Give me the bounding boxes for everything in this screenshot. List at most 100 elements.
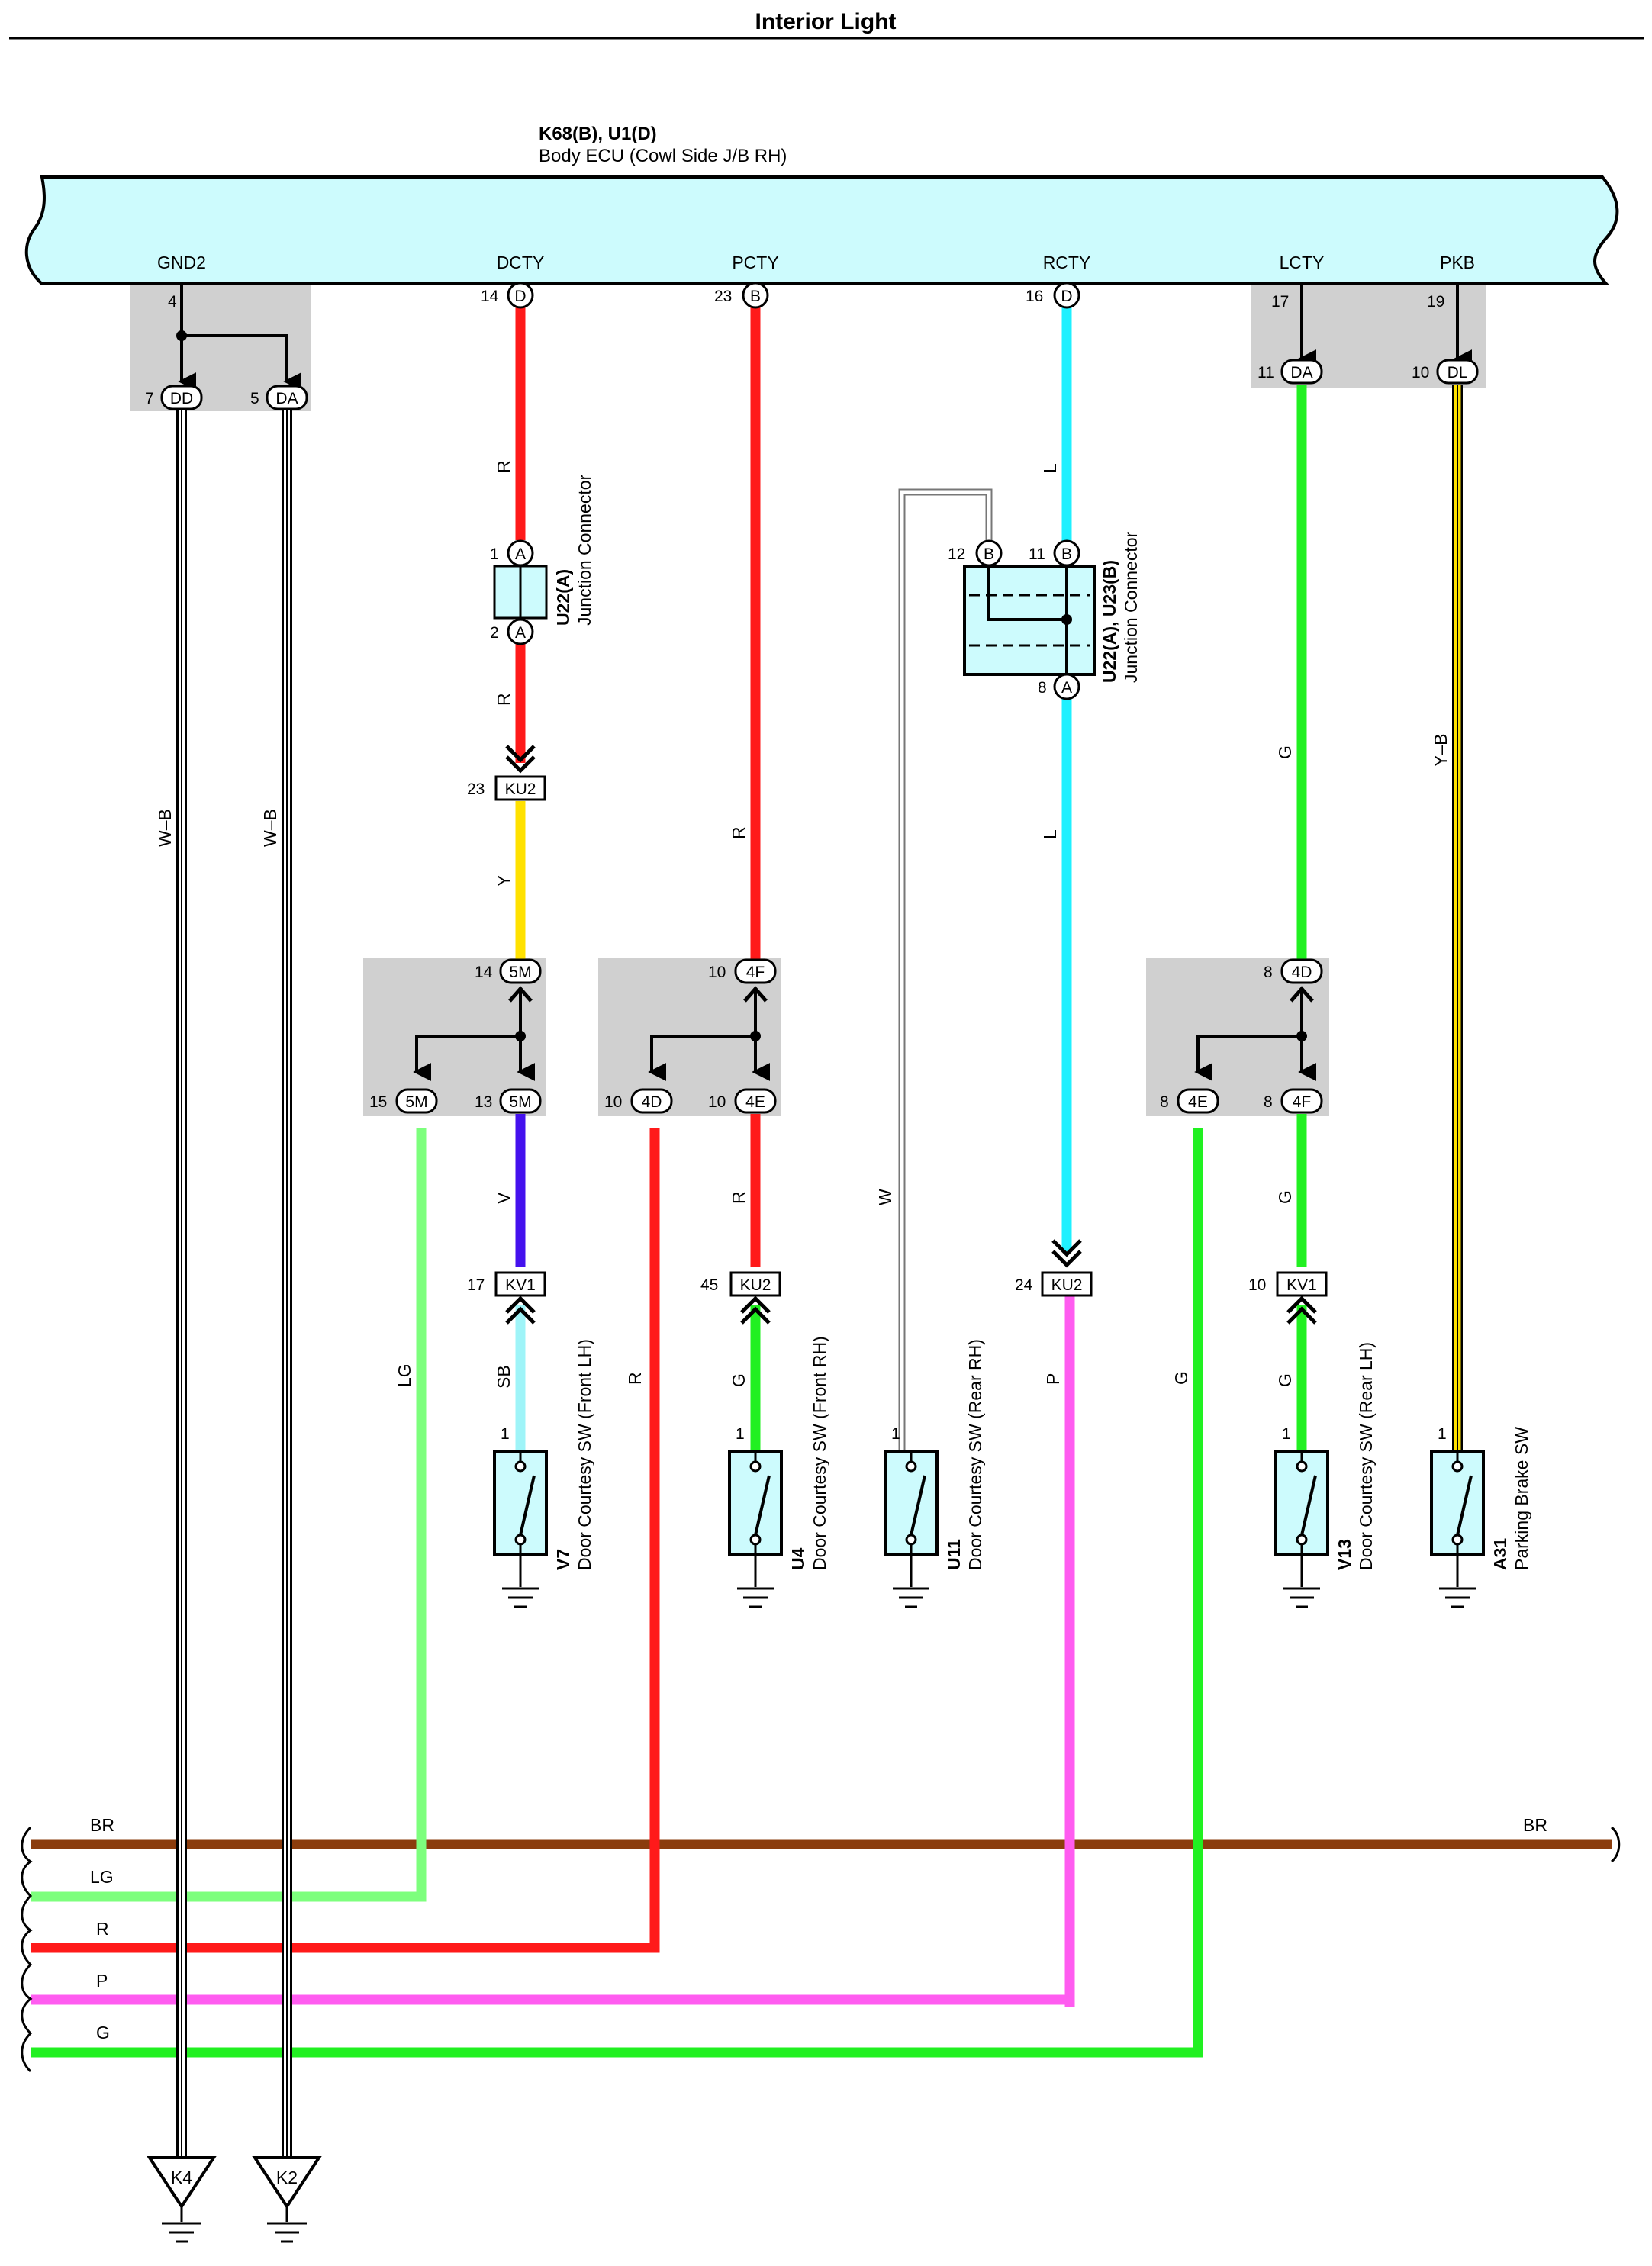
bus-label-lg: LG — [90, 1867, 114, 1887]
pin-lcty-bottom: 11 — [1258, 364, 1274, 381]
pin-4d-top: 8 — [1264, 964, 1273, 981]
ground-k4-label: K4 — [171, 2168, 192, 2187]
connector-dl — [1436, 359, 1479, 385]
gnd-pin-top: 4 — [168, 293, 177, 311]
connector-4f-right-label: 4F — [1293, 1093, 1312, 1111]
ground-k4 — [147, 2156, 217, 2243]
bus-label-br-right: BR — [1523, 1815, 1547, 1835]
switch-u11 — [884, 1450, 939, 1608]
bus-lg — [31, 1128, 427, 1902]
connector-4e-mid — [734, 1088, 777, 1114]
switch-u4-code: U4 — [788, 1547, 808, 1570]
connector-4f-top — [734, 958, 777, 984]
switch-u11-name: Door Courtesy SW (Rear RH) — [965, 1339, 985, 1570]
connector-ku2-45-label: KU2 — [740, 1276, 771, 1294]
connector-dl-label: DL — [1448, 364, 1468, 381]
pin-pkb-bottom: 10 — [1412, 364, 1429, 381]
bus-label-p: P — [96, 1971, 108, 1991]
bus-break-right — [1610, 1826, 1621, 1863]
switch-v7-code: V7 — [553, 1549, 573, 1570]
pin-pcty: 23 — [714, 288, 732, 305]
terminal-gnd2: GND2 — [157, 253, 206, 272]
connector-ku2-24-label: KU2 — [1051, 1276, 1083, 1294]
wire-label-4e-g: G — [1171, 1371, 1191, 1385]
ecu-name: Body ECU (Cowl Side J/B RH) — [539, 146, 787, 166]
connector-kv1-10 — [1276, 1271, 1328, 1297]
connector-4d-left — [630, 1088, 673, 1114]
switch-u4-name: Door Courtesy SW (Front RH) — [810, 1336, 829, 1570]
switch-v13 — [1274, 1450, 1329, 1608]
connector-ku2-45 — [729, 1271, 781, 1297]
connector-5m-left — [395, 1088, 438, 1114]
wire-label-pcty-r1: R — [729, 826, 749, 839]
bus-label-g: G — [96, 2023, 110, 2042]
u22-pin2-connector — [507, 618, 534, 645]
ground-k2-label: K2 — [276, 2168, 298, 2187]
splice-4d-branch — [1194, 1035, 1302, 1081]
terminal-pcty: PCTY — [732, 253, 778, 272]
j-pin8-connector — [1053, 673, 1080, 700]
pin-4f-right: 8 — [1264, 1093, 1273, 1111]
terminal-lcty: LCTY — [1280, 253, 1325, 272]
ground-k2 — [252, 2156, 322, 2243]
connector-kv1-10-label: KV1 — [1286, 1276, 1317, 1294]
switch-a31 — [1430, 1450, 1485, 1608]
pin-4f-top: 10 — [708, 964, 726, 981]
pin-ku2-45: 45 — [700, 1276, 718, 1294]
splice-5m-dot — [515, 1031, 526, 1041]
bus-label-br-left: BR — [90, 1815, 114, 1835]
wire-label-pcty-r2: R — [729, 1191, 749, 1204]
connector-b-pcty-label: B — [750, 288, 761, 305]
pin-rcty: 16 — [1026, 288, 1043, 305]
switch-u11-code: U11 — [944, 1539, 964, 1570]
switch-v13-name: Door Courtesy SW (Rear LH) — [1356, 1342, 1376, 1570]
bus-label-r: R — [96, 1919, 109, 1939]
connector-4e-right — [1177, 1088, 1219, 1114]
connector-ku2-23-label: KU2 — [505, 781, 536, 798]
connector-d-dcty-label: D — [514, 288, 526, 305]
connector-5m-left-label: 5M — [405, 1093, 427, 1111]
j-pin11: 11 — [1029, 546, 1045, 563]
connector-4f-top-label: 4F — [746, 964, 765, 981]
switch-v13-pin: 1 — [1282, 1425, 1291, 1443]
u22-pin2: 2 — [490, 624, 499, 642]
wire-label-lg: LG — [394, 1363, 414, 1387]
j-pin8: 8 — [1038, 679, 1047, 697]
pin-5m-left: 15 — [369, 1093, 387, 1111]
ecu-body — [24, 175, 1619, 285]
connector-da-lcty — [1280, 359, 1323, 385]
bus-r — [31, 1128, 660, 1953]
connector-ku2-23 — [494, 775, 546, 801]
gnd-pin-left: 7 — [145, 390, 154, 407]
pin-5m-right: 13 — [475, 1093, 492, 1111]
ku2-24-chevron — [1051, 1239, 1082, 1268]
u22-pin1: 1 — [490, 546, 499, 563]
connector-ku2-24 — [1041, 1271, 1093, 1297]
switch-a31-pin: 1 — [1438, 1425, 1447, 1443]
u22u23-name: Junction Connector — [1121, 531, 1141, 683]
j-dot — [1061, 614, 1072, 625]
wire-label-lcty-g3: G — [1275, 1373, 1295, 1387]
j-pin12: 12 — [948, 546, 965, 563]
pin-kv1-17: 17 — [467, 1276, 485, 1294]
connector-dd — [160, 385, 203, 410]
wire-label-dcty-sb: SB — [494, 1365, 514, 1389]
connector-5m-top — [499, 958, 542, 984]
wire-label-4d-r: R — [625, 1372, 645, 1385]
connector-kv1-17-label: KV1 — [505, 1276, 536, 1294]
connector-da-gnd-label: DA — [275, 390, 298, 407]
wire-w — [898, 488, 993, 1450]
pin-4d-left: 10 — [604, 1093, 622, 1111]
wire-label-lcty-g2: G — [1275, 1190, 1295, 1204]
j-link — [987, 566, 1067, 621]
u22-pin2-connector-label: A — [515, 624, 526, 642]
switch-a31-name: Parking Brake SW — [1512, 1427, 1531, 1570]
wire-label-wb-left: W–B — [155, 809, 175, 847]
wire-label-rcty-l2: L — [1040, 829, 1060, 839]
switch-u11-pin: 1 — [891, 1425, 900, 1443]
switch-u4-pin: 1 — [736, 1425, 745, 1443]
j-pin12-connector-label: B — [984, 546, 994, 563]
j-pin11-connector-label: B — [1061, 546, 1072, 563]
wire-label-lcty-g1: G — [1275, 745, 1295, 759]
